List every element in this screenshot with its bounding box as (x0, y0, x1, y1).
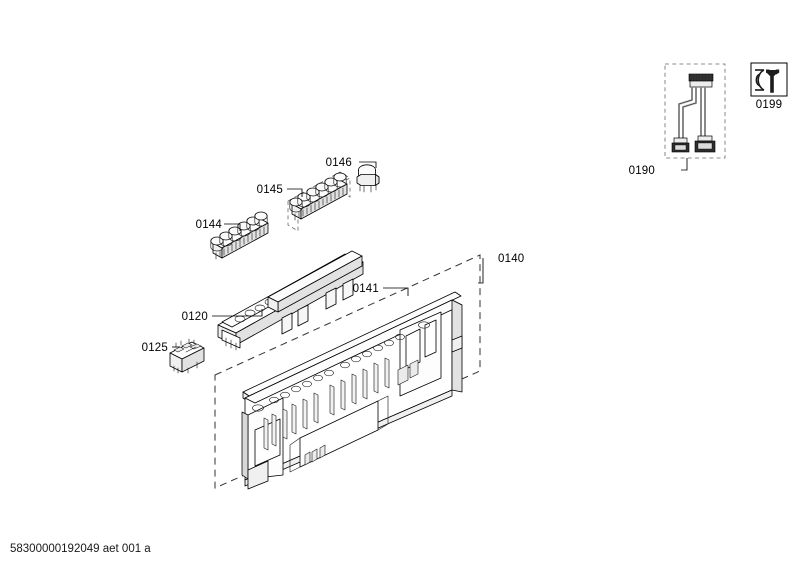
led-aperture-row (252, 321, 430, 412)
dashed-boundary-0140 (214, 254, 481, 489)
part-group-0120[interactable]: 0120 (182, 250, 364, 351)
part-group-0125[interactable]: 0125 (142, 338, 205, 374)
label-0141: 0141 (353, 283, 379, 295)
part-group-0146[interactable]: 0146 (326, 157, 380, 193)
part-group-0190[interactable]: 0190 (629, 63, 726, 177)
leader-line-0140 (478, 258, 484, 284)
dashed-boundary-0145-side (287, 201, 299, 232)
leader-line-0144 (224, 223, 241, 231)
dashed-boundary-0190 (664, 63, 726, 159)
label-0190: 0190 (629, 165, 655, 177)
label-0146: 0146 (326, 157, 352, 169)
part-group-0144[interactable]: 0144 (196, 211, 269, 260)
label-0140: 0140 (498, 253, 524, 265)
label-0144: 0144 (196, 219, 223, 231)
part-group-0199[interactable]: 0199 (750, 62, 788, 111)
label-0120: 0120 (182, 311, 208, 323)
button-block-0145 (289, 172, 348, 221)
part-group-0145[interactable]: 0145 (257, 171, 351, 232)
ribbon-connector-right (694, 135, 716, 153)
leader-line-0141 (383, 287, 409, 296)
harness-wires (678, 87, 706, 138)
label-0145: 0145 (257, 184, 283, 196)
connector-clip-body (169, 338, 205, 374)
part-group-0141[interactable]: 0141 (241, 283, 463, 490)
ribbon-connector-top (688, 73, 714, 88)
footer-caption: 58300000192049 aet 001 a (10, 543, 151, 555)
internal-ribs (263, 357, 390, 451)
leader-line-0120 (212, 309, 263, 317)
light-guide-strip-body (217, 250, 364, 351)
ribbon-connector-left (671, 137, 690, 153)
part-group-0140[interactable]: 0140 (214, 253, 524, 489)
label-0125: 0125 (142, 342, 168, 354)
label-0199: 0199 (756, 99, 782, 111)
disc-icon (755, 69, 765, 91)
push-button-switch-body (356, 164, 380, 193)
wrench-icon (766, 69, 780, 93)
button-block-0144 (210, 211, 269, 260)
leader-line-0145 (287, 188, 303, 197)
leader-line-0146 (359, 161, 377, 168)
leader-line-0190 (681, 158, 688, 171)
control-module-housing-body (241, 291, 463, 490)
dashed-boundary-0145 (287, 171, 351, 208)
